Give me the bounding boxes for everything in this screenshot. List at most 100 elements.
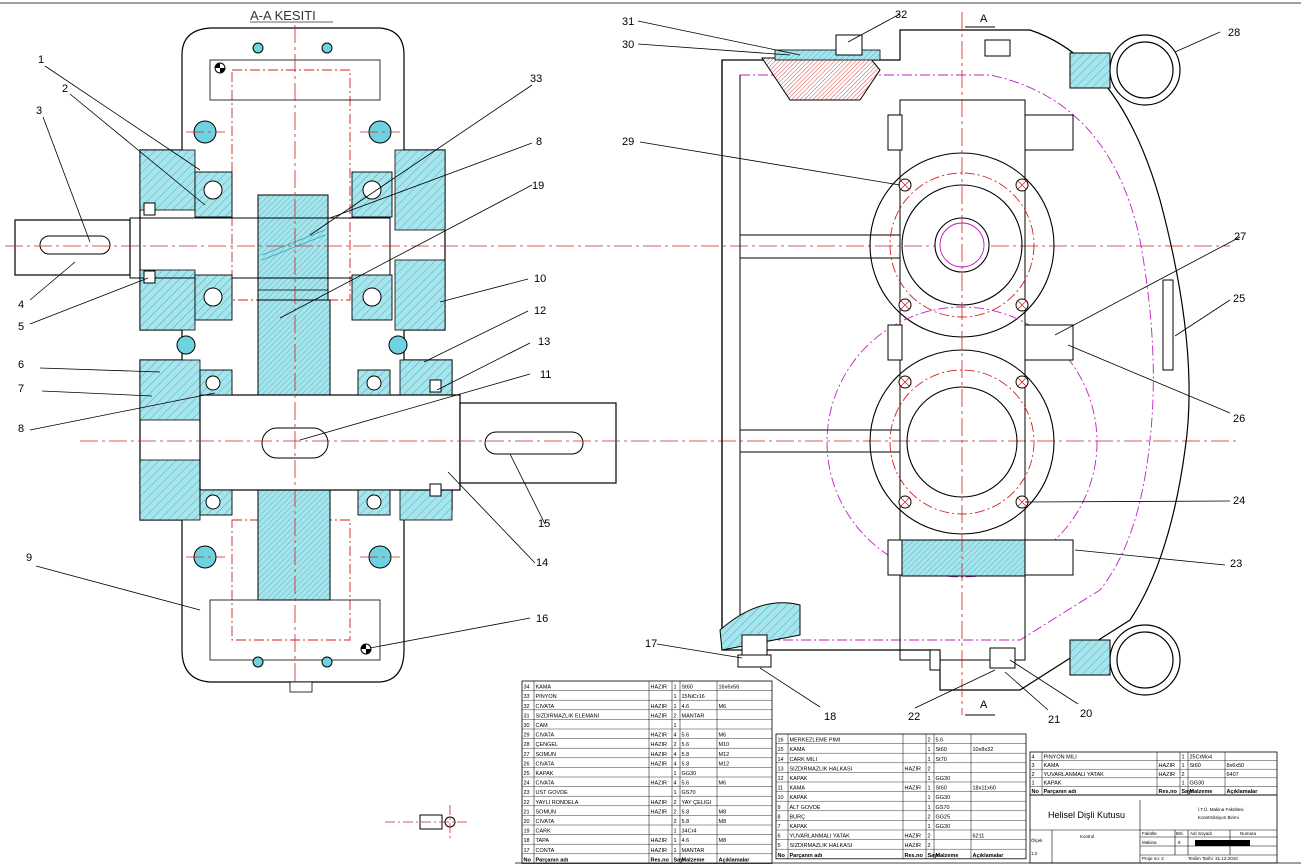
table-cell: MANTAR [682, 848, 705, 854]
table-cell: 24 [524, 781, 530, 787]
table-cell: 34Cr4 [682, 829, 697, 835]
table-cell: HAZIR [651, 704, 668, 710]
table-cell: 1 [928, 757, 931, 763]
table-cell: GS70 [682, 790, 696, 796]
table-cell: 18 [524, 838, 530, 844]
table-cell: M6 [719, 781, 727, 787]
table-cell: 2 [674, 819, 677, 825]
table-cell: CARK [536, 829, 552, 835]
callout-26: 26 [1233, 413, 1245, 425]
callout-5: 5 [18, 321, 24, 333]
table-cell: YAYLI RONDELA [536, 800, 579, 806]
table-cell: 6407 [1227, 772, 1239, 778]
table-cell: 2 [1182, 772, 1185, 778]
table-cell: 4.6 [682, 704, 690, 710]
table-cell: 4 [1032, 755, 1035, 761]
callout-14: 14 [536, 557, 548, 569]
table-cell: GG30 [1190, 780, 1205, 786]
table-header-cell: No [1032, 789, 1040, 795]
callout-32: 32 [895, 9, 907, 21]
fakulte-label: Fakülte [1142, 831, 1157, 836]
kontrol-label: Kontrol [1080, 834, 1094, 839]
bolum-label: Böl. [1176, 831, 1184, 836]
table-cell: St60 [1190, 763, 1201, 769]
callout-21: 21 [1048, 714, 1060, 726]
table-cell: 1 [674, 685, 677, 691]
table-cell: 7 [778, 824, 781, 830]
drawing-title: Helisel Dişli Kutusu [1048, 810, 1125, 820]
table-cell: HAZIR [905, 843, 922, 849]
table-cell: 2 [928, 834, 931, 840]
table-cell: 15 [778, 747, 784, 753]
table-cell: HAZIR [651, 752, 668, 758]
table-header-cell: Açıklamalar [973, 853, 1005, 859]
callout-24: 24 [1233, 495, 1245, 507]
callout-8b: 8 [536, 136, 542, 148]
table-cell: 5 [778, 843, 781, 849]
table-cell: MERKEZLEME PIMI [790, 738, 841, 744]
table-cell: HAZIR [651, 761, 668, 767]
adi-soyadi-label: Adı Soyadı [1190, 831, 1212, 836]
makina-label: Makina [1142, 840, 1157, 845]
table-cell: M12 [719, 752, 730, 758]
table-cell: 5.8 [682, 819, 690, 825]
table-cell: 23 [524, 790, 530, 796]
table-cell: 8 [778, 814, 781, 820]
table-header-cell: Sayı [674, 857, 686, 863]
table-cell: 1 [928, 776, 931, 782]
table-cell: HAZIR [651, 742, 668, 748]
housing-outline [139, 27, 453, 683]
table-cell: 8x6x50 [1227, 763, 1245, 769]
table-cell: 32 [524, 704, 530, 710]
table-cell: PINYON [536, 694, 557, 700]
table-cell: 17 [524, 848, 530, 854]
table-cell: SOMUN [536, 809, 557, 815]
table-cell: 33 [524, 694, 530, 700]
table-cell: 26 [524, 761, 530, 767]
table-cell: HAZIR [651, 848, 668, 854]
table-cell: 4 [674, 733, 677, 739]
callout-25: 25 [1233, 293, 1245, 305]
table-cell: 31 [524, 713, 530, 719]
table-cell: 25 [524, 771, 530, 777]
leader-lines [29, 13, 1241, 711]
table-cell: HAZIR [1159, 763, 1176, 769]
table-cell: GG25 [936, 814, 951, 820]
table-cell: 15NiCr16 [682, 694, 705, 700]
table-cell: HAZIR [651, 838, 668, 844]
table-cell: KAMA [790, 747, 806, 753]
table-cell: M8 [719, 819, 727, 825]
table-cell: GG30 [682, 771, 697, 777]
table-cell: M8 [719, 809, 727, 815]
table-cell: BURÇ [790, 814, 806, 820]
table-cell: St70 [936, 757, 947, 763]
table-cell: 2 [674, 809, 677, 815]
table-cell: 10x8x32 [973, 747, 994, 753]
callout-16: 16 [536, 613, 548, 625]
table-cell: 1 [928, 786, 931, 792]
table-header-cell: Malzeme [936, 853, 959, 859]
table-cell: GG30 [936, 776, 951, 782]
table-frame [775, 733, 1027, 860]
table-cell: 16x6x56 [719, 685, 740, 691]
table-cell: 1 [1032, 780, 1035, 786]
table-cell: HAZIR [651, 685, 668, 691]
table-cell: UST GOVDE [536, 790, 569, 796]
table-frame [521, 680, 773, 864]
table-cell: 27 [524, 752, 530, 758]
table-header-cell: Res.no [905, 853, 924, 859]
table-cell: HAZIR [651, 713, 668, 719]
table-cell: CONTA [536, 848, 555, 854]
table-cell: M12 [719, 761, 730, 767]
institution-2: Konstrüksiyon Birimi [1198, 815, 1239, 820]
table-header-cell: No [524, 857, 532, 863]
table-cell: CIVATA [536, 819, 555, 825]
table-cell: 22 [524, 800, 530, 806]
table-cell: 1 [674, 771, 677, 777]
table-cell: KAPAK [790, 795, 808, 801]
section-mark-top: A [980, 13, 988, 25]
table-cell: CIVATA [536, 704, 555, 710]
callout-33: 33 [530, 73, 542, 85]
table-cell: SIZDIRMAZLIK ELEMANI [536, 713, 600, 719]
